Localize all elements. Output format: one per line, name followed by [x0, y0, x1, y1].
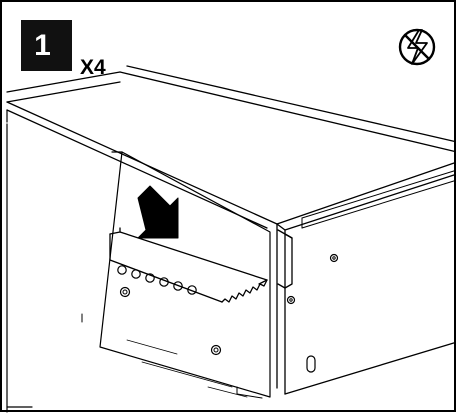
side-screw-hole [119, 286, 131, 298]
rack-handle [277, 229, 293, 289]
step-number-badge: 1 [21, 20, 72, 71]
mounting-bracket-strip [109, 227, 268, 303]
bracket-hole [117, 265, 127, 275]
side-screw-hole [122, 289, 128, 295]
front-screw-hole [332, 256, 336, 260]
front-screw-hole [286, 295, 296, 305]
chassis-side-body [6, 109, 263, 413]
quantity-label: X4 [80, 56, 106, 79]
no-power-icon [398, 28, 436, 66]
front-slot-hole [306, 355, 316, 373]
front-screw-hole [289, 298, 293, 302]
bracket-hole-row [117, 265, 197, 295]
bracket-hole [187, 285, 197, 295]
front-screw-hole [329, 253, 339, 263]
side-screw-hole [213, 347, 219, 353]
chassis-front-panel [276, 169, 456, 395]
bracket-hole [131, 269, 141, 279]
press-down-arrow-icon [137, 185, 179, 239]
bracket-hole [145, 273, 155, 283]
bracket-hole [159, 277, 169, 287]
side-access-panel [99, 151, 271, 398]
bracket-hole [173, 281, 183, 291]
chassis-top-panel [6, 65, 456, 229]
side-screw-hole [210, 344, 222, 356]
